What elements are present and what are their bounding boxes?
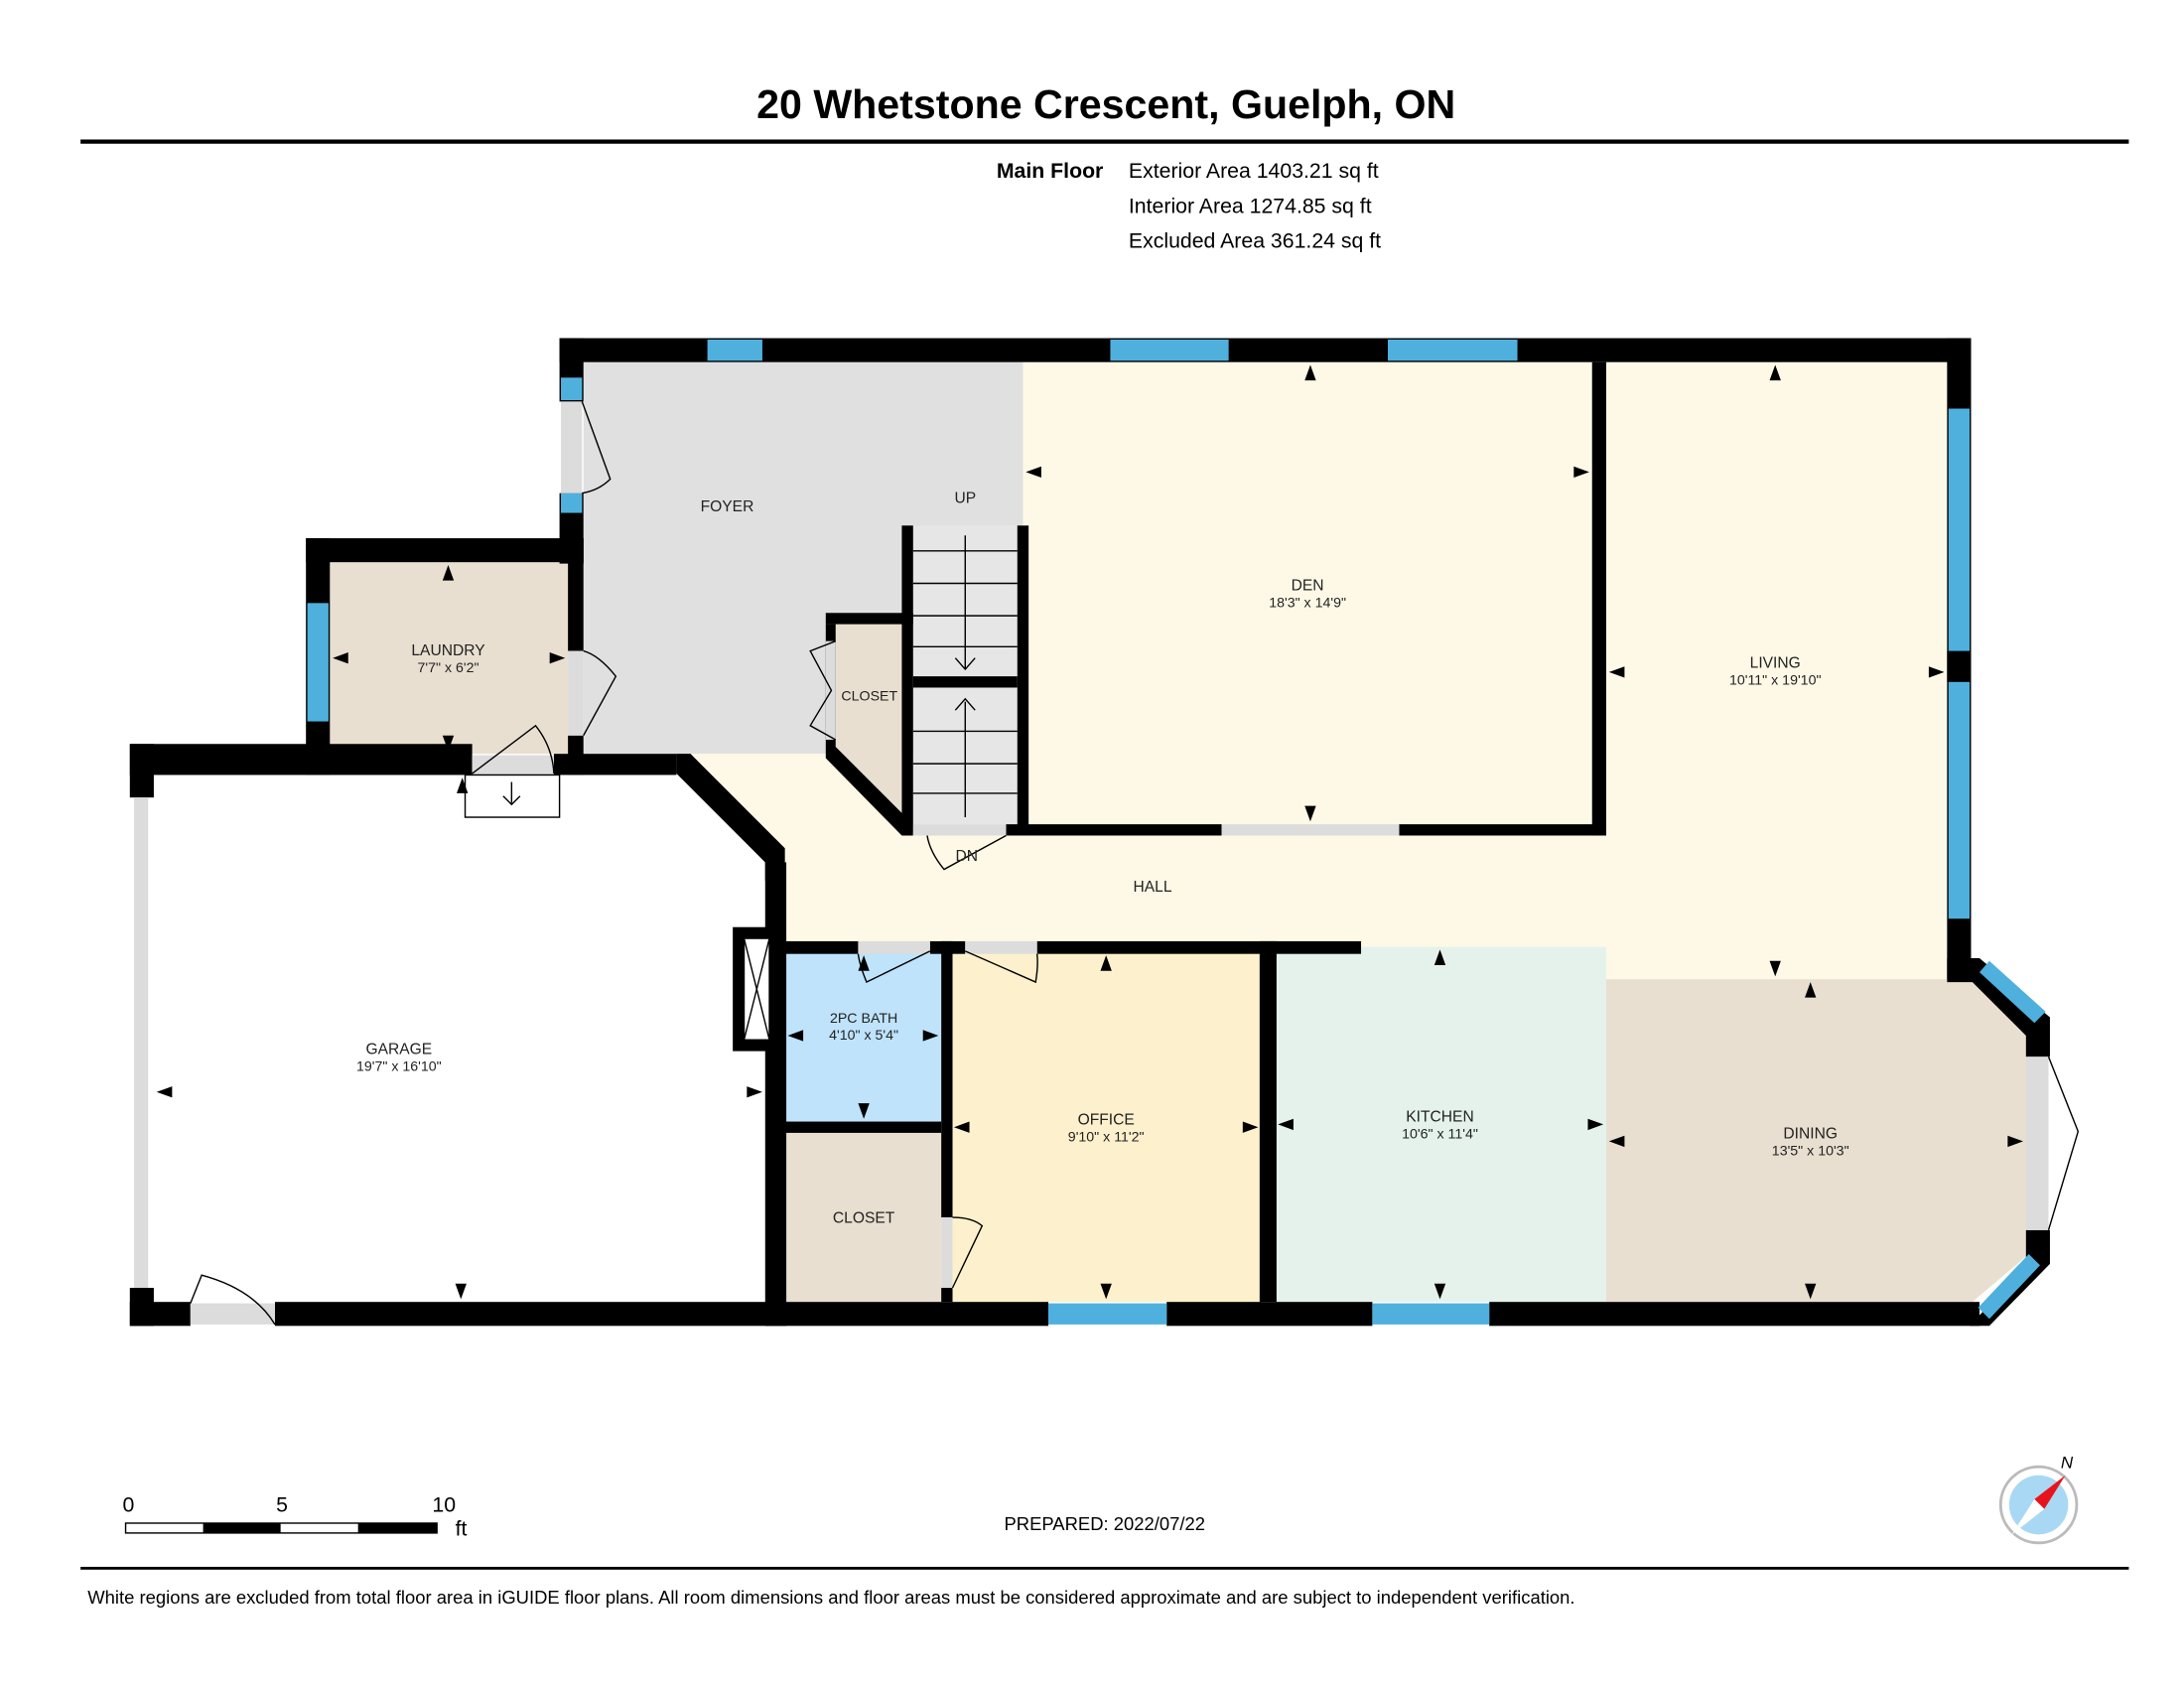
garage-dims: 19'7" x 16'10" <box>356 1058 442 1074</box>
compass-north-label: N <box>2061 1454 2074 1473</box>
laundry-label: LAUNDRY <box>411 642 485 659</box>
scale-bar: 0 5 10 ft <box>122 1493 467 1541</box>
hall-fill <box>676 361 1948 980</box>
excluded-area: Excluded Area 361.24 sq ft <box>1129 229 1381 253</box>
dimension-arrows <box>156 364 2023 1300</box>
dining-fill <box>1605 979 2029 1303</box>
garage-step <box>464 774 561 818</box>
windows <box>307 339 2046 1325</box>
dining-dims: 13'5" x 10'3" <box>1772 1144 1849 1160</box>
foyer-label: FOYER <box>701 498 754 515</box>
exterior-area: Exterior Area 1403.21 sq ft <box>1129 159 1379 183</box>
scale-tick-5: 5 <box>276 1493 288 1517</box>
living-label: LIVING <box>1750 655 1801 672</box>
den-fill <box>1023 361 1597 825</box>
disclaimer: White regions are excluded from total fl… <box>87 1587 1574 1608</box>
closet-lower-fill <box>784 1131 942 1303</box>
compass-icon: N <box>1998 1454 2079 1545</box>
staircase <box>912 535 1018 818</box>
den-label: DEN <box>1292 578 1324 595</box>
floor-name: Main Floor <box>997 159 1104 183</box>
room-fills <box>330 361 2029 1303</box>
up-label: UP <box>954 491 976 507</box>
garage-label: GARAGE <box>365 1041 432 1057</box>
header-rule <box>80 139 2129 144</box>
scale-tick-0: 0 <box>122 1493 134 1517</box>
scale-tick-10: 10 <box>432 1493 456 1517</box>
closet-foyer-label: CLOSET <box>841 688 897 704</box>
laundry-fill <box>330 562 569 755</box>
kitchen-dims: 10'6" x 11'4" <box>1402 1127 1478 1143</box>
closet-lower-label: CLOSET <box>833 1210 895 1227</box>
closet-foyer-fill <box>835 623 902 832</box>
living-dims: 10'11" x 19'10" <box>1729 673 1822 689</box>
scale-unit: ft <box>456 1517 468 1541</box>
prepared-date: PREPARED: 2022/07/22 <box>1004 1513 1205 1534</box>
bath-label: 2PC BATH <box>830 1011 897 1027</box>
office-dims: 9'10" x 11'2" <box>1068 1129 1145 1145</box>
kitchen-label: KITCHEN <box>1406 1109 1473 1126</box>
laundry-dims: 7'7" x 6'2" <box>417 660 478 676</box>
den-dims: 18'3" x 14'9" <box>1269 596 1346 612</box>
walls <box>129 338 2050 1327</box>
dn-label: DN <box>955 848 978 865</box>
bath-fill <box>784 952 942 1122</box>
hall-label: HALL <box>1134 879 1172 896</box>
doors <box>134 401 2080 1326</box>
page-title: 20 Whetstone Crescent, Guelph, ON <box>756 81 1455 127</box>
office-label: OFFICE <box>1078 1111 1135 1128</box>
office-fill <box>951 952 1262 1303</box>
footer-rule <box>80 1566 2129 1570</box>
kitchen-fill <box>1275 946 1606 1303</box>
bath-dims: 4'10" x 5'4" <box>829 1028 898 1044</box>
dining-label: DINING <box>1783 1126 1838 1143</box>
room-labels: FOYER UP DN DEN 18'3" x 14'9" LIVING 10'… <box>356 491 1849 1227</box>
interior-area: Interior Area 1274.85 sq ft <box>1129 194 1372 217</box>
